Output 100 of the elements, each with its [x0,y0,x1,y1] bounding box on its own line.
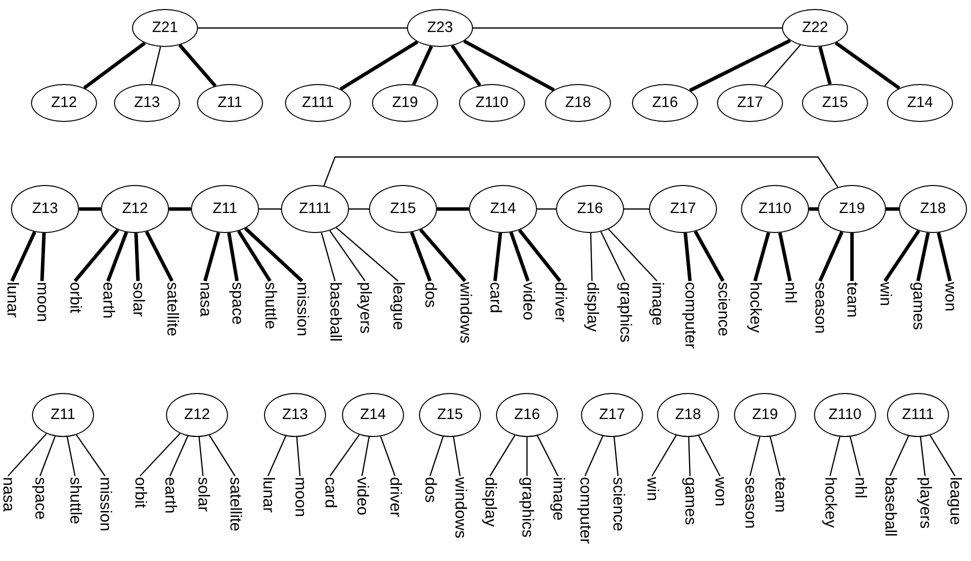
connector-line [329,230,366,282]
word-label: nhl [782,282,798,304]
connector-line [518,228,562,282]
topic-ellipse: Z14 [887,84,953,122]
word-label: orbit [66,282,84,314]
connector-line [694,230,725,282]
word-label: baseball [326,282,344,342]
word-label: card [486,282,504,314]
topic-ellipse: Z14 [469,185,537,233]
connector-line [259,208,281,210]
connector-line [320,232,336,282]
connector-line [361,436,370,476]
connector-line [884,230,920,282]
word-label: space [32,477,48,520]
topic-ellipse: Z15 [802,84,868,122]
topic-ellipse: Z13 [264,393,326,437]
word-label: dos [422,282,438,308]
topic-ellipse: Z111 [887,393,949,437]
word-label: shuttle [66,477,84,524]
word-label: windows [452,477,468,538]
connector-line [818,231,844,282]
connector-line [749,436,760,476]
connector-line [600,231,626,282]
connector-line [930,434,956,476]
connector-line [753,232,770,282]
word-label: image [550,477,566,521]
connector-line [83,42,146,90]
connector-line [889,436,910,476]
word-label: hockey [746,282,764,333]
topic-ellipse: Z19 [734,393,796,437]
connector-line [169,207,191,211]
topic-ellipse: Z12 [31,84,97,122]
connector-line [614,436,619,476]
word-label: orbit [132,477,148,508]
word-label: games [682,477,698,526]
word-label: games [910,282,926,330]
connector-line [79,207,101,211]
word-label: science [714,282,732,336]
word-label: windows [456,282,474,344]
topic-ellipse: Z18 [545,84,611,122]
connector-line [684,232,692,282]
connector-line [473,27,782,29]
word-label: solar [130,282,146,317]
connector-line [829,436,840,476]
topic-ellipse: Z23 [407,9,473,47]
connector-line [140,432,181,476]
word-label: moon [292,477,308,518]
topic-ellipse: Z19 [818,185,886,233]
topic-ellipse: Z18 [899,185,967,233]
topic-ellipse: Z14 [342,393,404,437]
word-label: baseball [882,477,898,537]
word-label: players [356,282,374,334]
topic-ellipse: Z16 [632,84,698,122]
connector-line [936,232,952,282]
word-label: earth [100,282,116,318]
topic-ellipse: Z111 [285,84,351,122]
connector-line [463,39,555,92]
connector-line [380,436,396,476]
connector-line [412,46,433,86]
connector-line [8,433,47,476]
topic-ellipse: Z19 [372,84,438,122]
word-label: nhl [852,477,868,498]
connector-line [39,436,56,476]
connector-line [150,46,162,84]
word-label: shuttle [262,282,278,330]
connector-line [419,228,466,282]
word-label: video [520,282,536,320]
topic-ellipse: Z11 [32,393,94,437]
connector-line [106,232,128,282]
connector-line [74,228,120,282]
word-label: graphics [616,282,634,342]
topic-ellipse: Z111 [281,185,349,233]
word-label: image [648,282,666,326]
word-label: space [228,282,246,325]
word-label: moon [34,282,50,322]
word-label: season [742,477,758,529]
connector-line [509,232,530,282]
topic-ellipse: Z17 [581,393,643,437]
connector-line [40,232,46,282]
word-label: mission [294,282,310,336]
word-label: players [916,477,934,529]
connector-line [916,232,930,282]
word-label: video [354,477,370,516]
topic-ellipse: Z16 [496,393,558,437]
connector-line [349,208,369,210]
word-label: hockey [822,477,838,528]
topic-ellipse: Z15 [419,393,481,437]
connector-line [66,436,76,476]
connector-line [203,232,220,282]
connector-line [537,208,556,210]
connector-line [493,232,502,282]
topic-ellipse: Z110 [814,393,876,437]
topic-ellipse: Z110 [459,84,525,122]
connector-line [698,435,721,476]
word-label: won [712,477,728,506]
word-label: win [644,477,660,502]
topic-ellipse: Z13 [11,185,79,233]
connector-line [850,233,854,281]
connector-line [590,232,593,282]
connector-line [526,437,528,476]
